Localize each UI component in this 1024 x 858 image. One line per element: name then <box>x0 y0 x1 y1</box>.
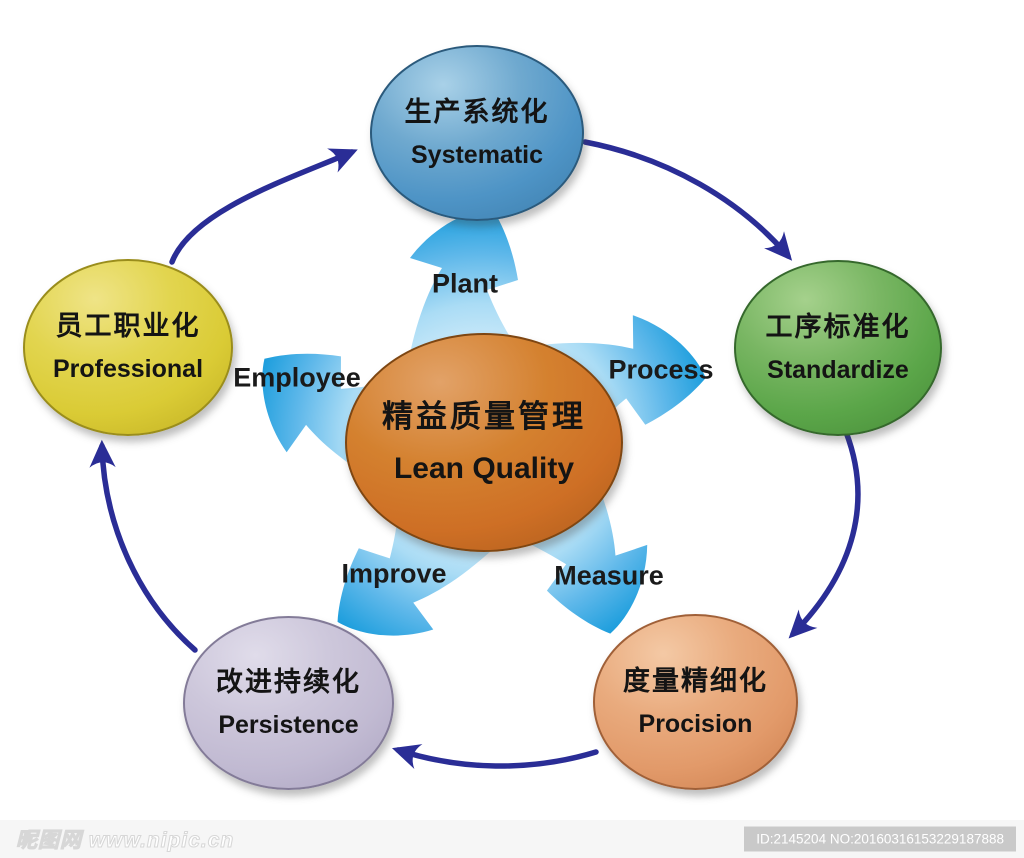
node-standardize: 工序标准化 Standardize <box>734 260 942 436</box>
node-standardize-zh: 工序标准化 <box>765 311 911 342</box>
node-persistence: 改进持续化 Persistence <box>183 616 394 790</box>
node-persistence-zh: 改进持续化 <box>216 666 361 697</box>
spoke-label-process: Process <box>608 354 714 385</box>
center-title-en: Lean Quality <box>393 452 575 485</box>
node-professional: 员工职业化 Professional <box>23 259 233 436</box>
spoke-label-plant: Plant <box>431 268 499 299</box>
image-id-badge: ID:2145204 NO:20160316153229187888 <box>744 826 1016 852</box>
outer-cycle-arrows <box>89 139 861 770</box>
node-procision-zh: 度量精细化 <box>623 665 768 696</box>
node-systematic: 生产系统化 Systematic <box>370 45 584 221</box>
site-watermark: 昵图网 www.nipic.cn <box>16 824 234 854</box>
spoke-label-improve: Improve <box>341 558 447 589</box>
cycle-arrow-procision-to-persistence <box>392 744 599 770</box>
node-persistence-en: Persistence <box>218 710 359 739</box>
node-procision-en: Procision <box>638 709 753 738</box>
spoke-label-employee: Employee <box>233 362 361 393</box>
node-procision: 度量精细化 Procision <box>593 614 798 790</box>
node-systematic-en: Systematic <box>410 140 544 169</box>
cycle-arrow-standardize-to-procision <box>788 429 861 639</box>
cycle-arrow-persistence-to-professional <box>89 439 198 653</box>
node-professional-zh: 员工职业化 <box>55 311 201 341</box>
center-title-zh: 精益质量管理 <box>382 399 586 434</box>
cycle-arrow-professional-to-systematic <box>169 148 358 265</box>
node-standardize-en: Standardize <box>767 355 909 384</box>
site-name: 昵图网 <box>16 829 82 853</box>
spoke-label-measure: Measure <box>554 560 664 591</box>
node-lean-quality-center: 精益质量管理 Lean Quality <box>345 333 623 552</box>
watermark-footer-bar: 昵图网 www.nipic.cn ID:2145204 NO:201603161… <box>0 820 1024 858</box>
cycle-arrow-systematic-to-standardize <box>582 139 793 261</box>
node-systematic-zh: 生产系统化 <box>404 96 550 127</box>
arrow-layer <box>89 139 861 770</box>
node-professional-en: Professional <box>52 355 204 383</box>
site-url: www.nipic.cn <box>88 829 235 853</box>
